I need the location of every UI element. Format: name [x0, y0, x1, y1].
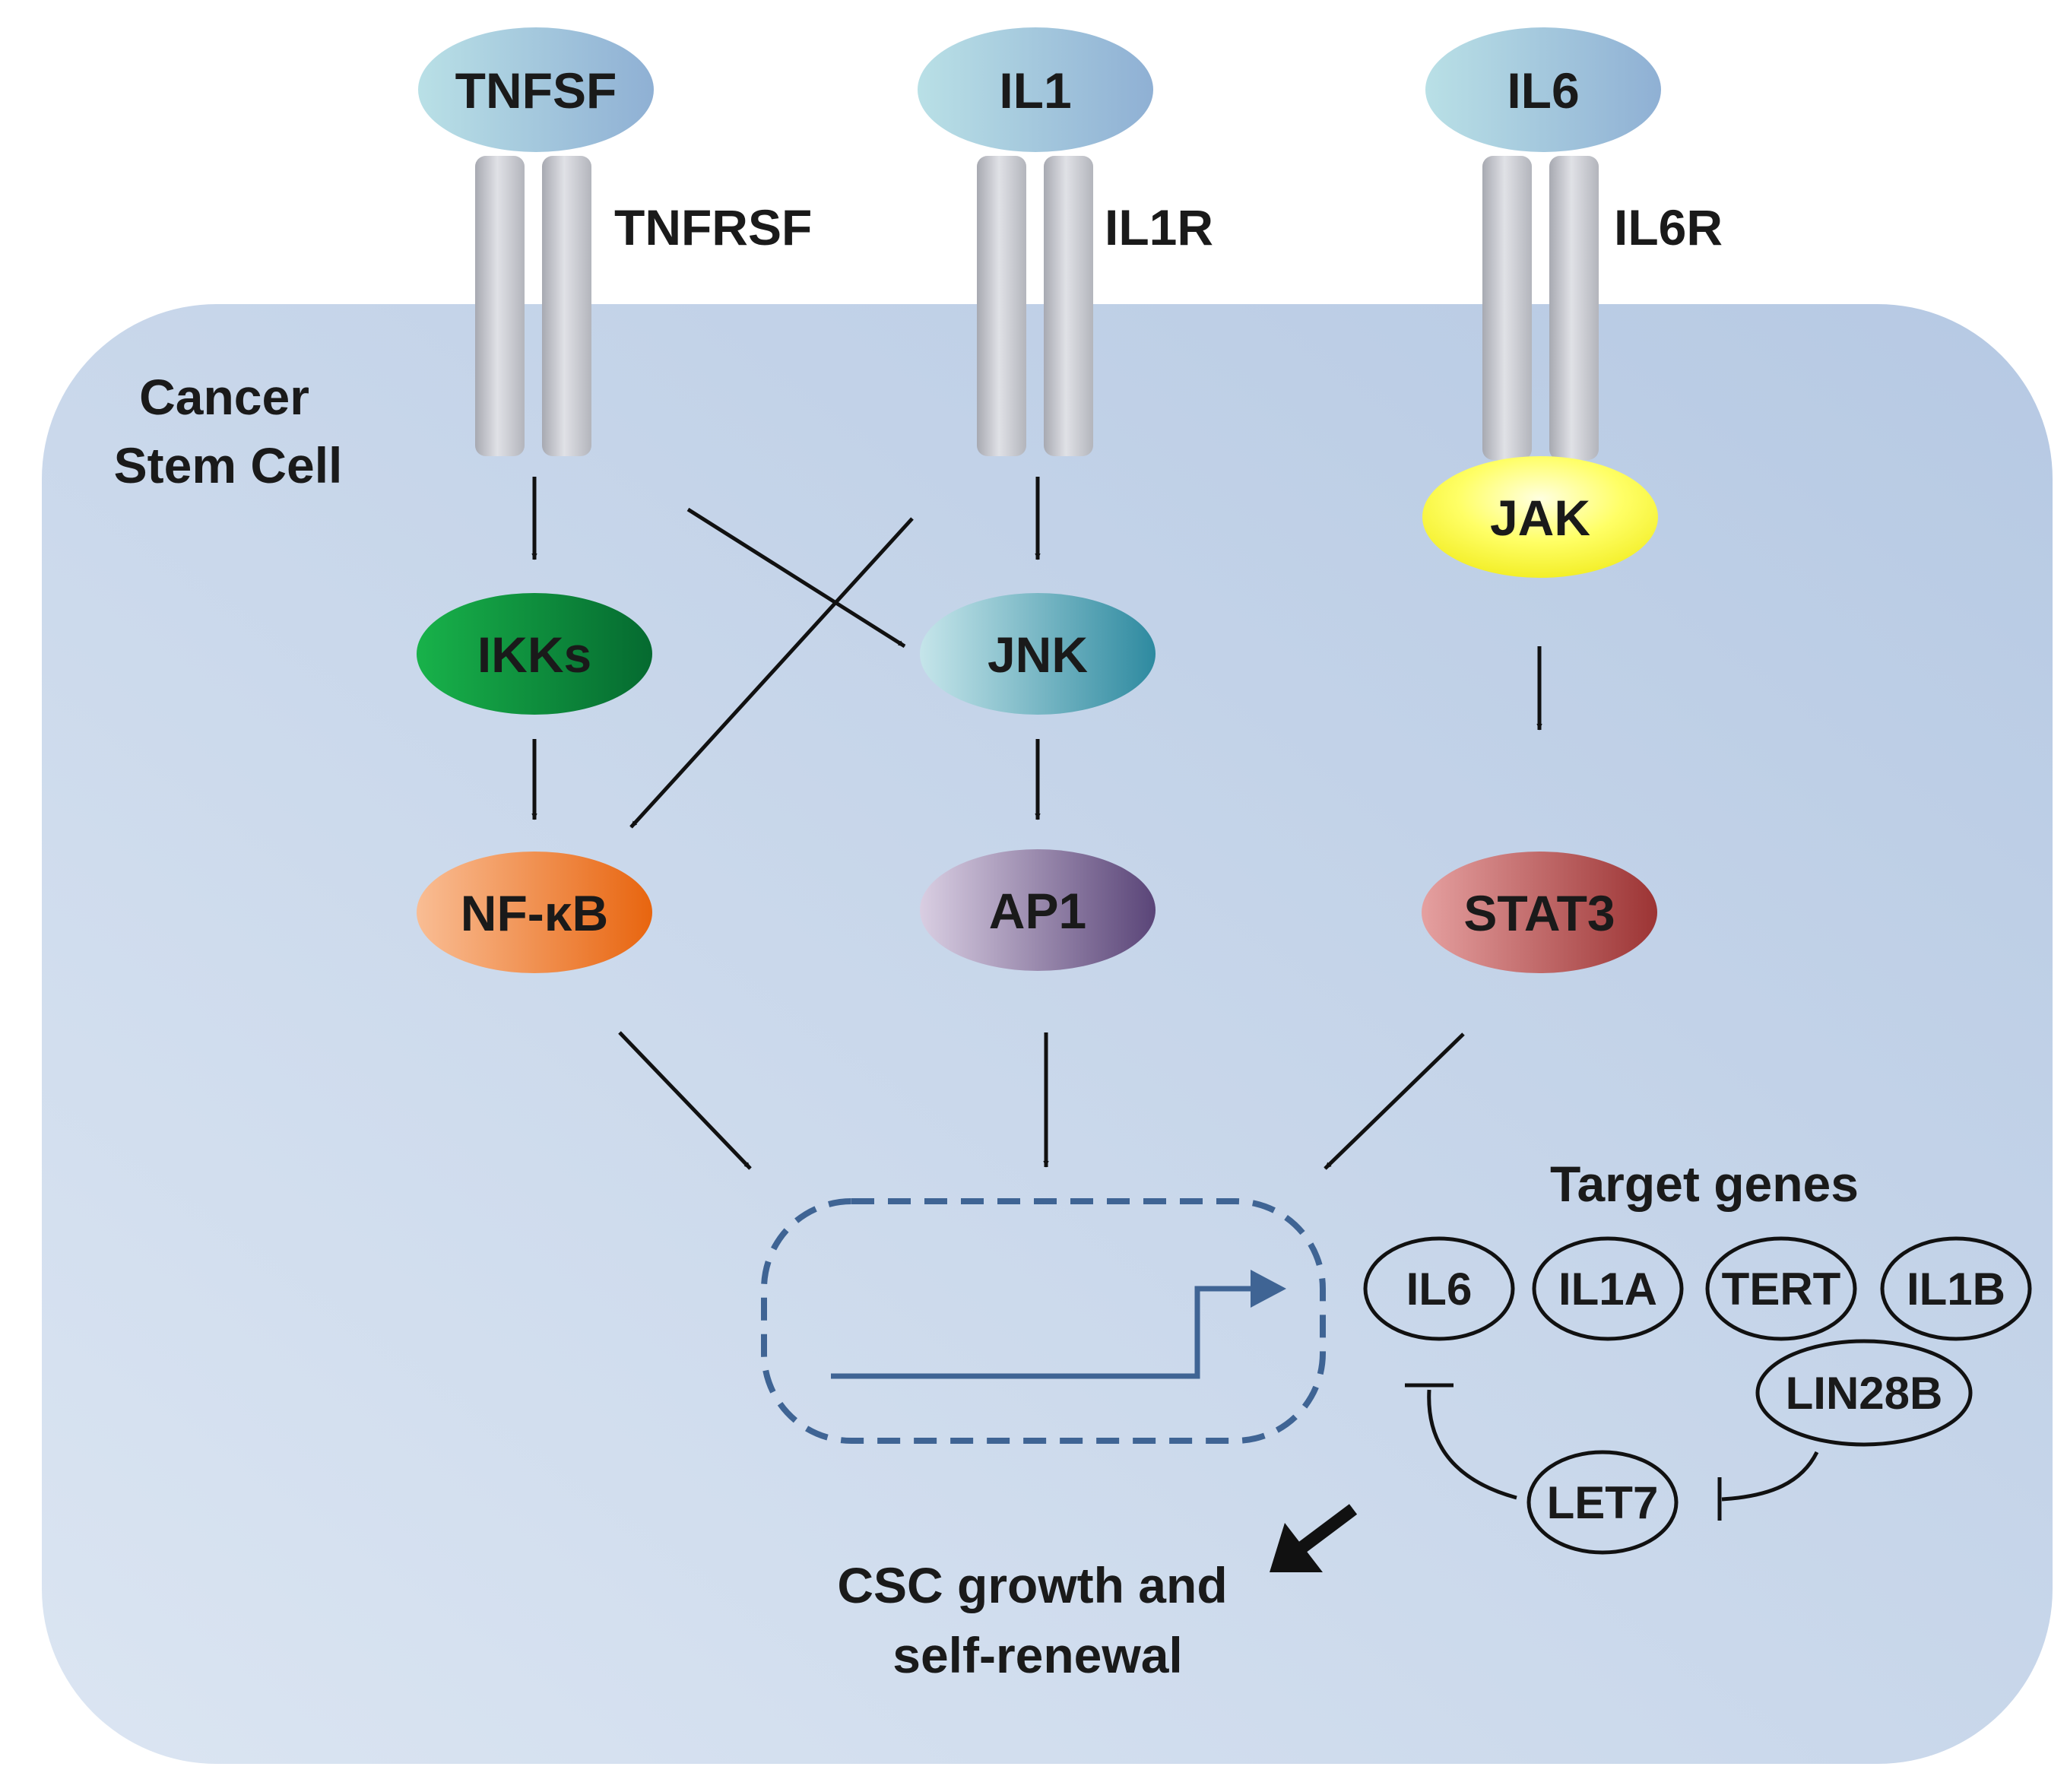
arrow-tnfrsf-to-jnk	[686, 507, 906, 649]
il6r-receptor	[1482, 156, 1599, 460]
arrow-il1r-to-nfkb	[629, 517, 914, 829]
gene-lin28b: LIN28B	[1755, 1339, 1973, 1447]
svg-text:LIN28B: LIN28B	[1786, 1368, 1943, 1419]
nfkb-node	[417, 852, 652, 973]
gene-promoter-box	[761, 1198, 1326, 1444]
svg-text:IL1A: IL1A	[1558, 1264, 1657, 1315]
stat3-node	[1422, 852, 1657, 973]
arrow-nfkb-to-nucleus	[618, 1031, 752, 1170]
tnfrsf-label: TNFRSF	[614, 199, 812, 255]
svg-text:TERT: TERT	[1722, 1264, 1841, 1315]
outcome-line1: CSC growth and	[837, 1557, 1227, 1613]
ap1-node	[920, 849, 1156, 971]
stat3-label: STAT3	[1463, 885, 1615, 941]
gene-tert: TERT	[1705, 1236, 1857, 1341]
jnk-node	[920, 593, 1156, 715]
il1r-label: IL1R	[1105, 199, 1213, 255]
svg-text:IL6: IL6	[1406, 1264, 1473, 1315]
jak-label: JAK	[1490, 490, 1590, 546]
outcome-line2: self-renewal	[892, 1627, 1183, 1683]
cell-label-line2: Stem Cell	[114, 437, 343, 493]
ikks-label: IKKs	[477, 626, 591, 683]
gene-il6: IL6	[1363, 1236, 1515, 1341]
jnk-label: JNK	[988, 626, 1088, 683]
lin28b-inhibits-let7	[1721, 1451, 1819, 1502]
outcome-arrowhead	[1270, 1523, 1323, 1572]
let7-inhibits-il6	[1427, 1389, 1517, 1500]
arrow-stat3-to-nucleus	[1324, 1032, 1465, 1170]
gene-il1a: IL1A	[1532, 1236, 1684, 1341]
nfkb-label: NF-κB	[461, 885, 608, 941]
gene-il1b: IL1B	[1880, 1236, 2032, 1341]
tnfrsf-receptor	[475, 156, 591, 456]
tnfsf-label: TNFSF	[455, 62, 617, 119]
il6r-label: IL6R	[1614, 199, 1723, 255]
signal-arrows	[531, 477, 1542, 1170]
il1-label: IL1	[999, 62, 1071, 119]
il1-ligand	[918, 27, 1153, 152]
tnfsf-ligand	[418, 27, 654, 152]
il6-label: IL6	[1507, 62, 1579, 119]
jak-node	[1422, 456, 1658, 578]
il6-ligand	[1425, 27, 1661, 152]
gene-let7: LET7	[1526, 1450, 1679, 1555]
inhibition-arcs	[1405, 1383, 1819, 1521]
svg-text:LET7: LET7	[1547, 1477, 1659, 1528]
transcription-arrowhead	[1251, 1270, 1286, 1308]
ap1-label: AP1	[989, 883, 1086, 939]
svg-text:IL1B: IL1B	[1907, 1264, 2005, 1315]
ikks-node	[417, 593, 652, 715]
target-genes-title: Target genes	[1550, 1156, 1859, 1212]
transcription-start-arrow	[831, 1286, 1254, 1379]
cell-label-line1: Cancer	[139, 369, 309, 425]
il1r-receptor	[977, 156, 1093, 456]
